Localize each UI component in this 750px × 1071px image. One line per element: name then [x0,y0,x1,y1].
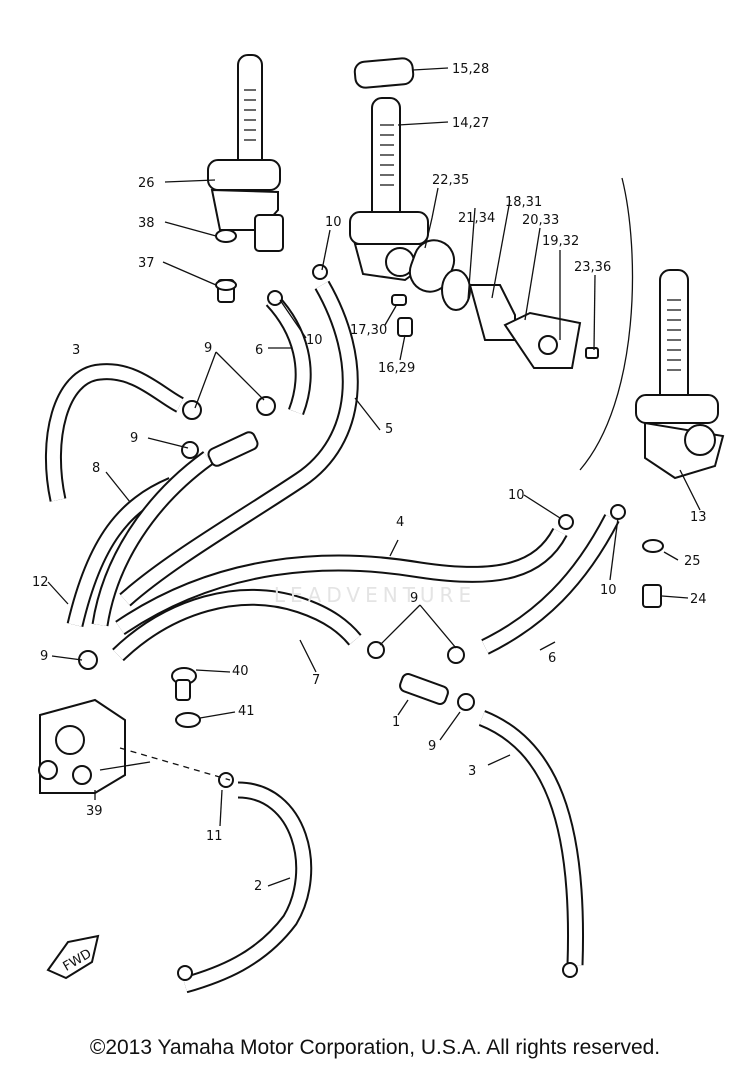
callout-label: 10 [306,333,323,348]
callout-labels: 15,28 14,27 26 22,35 18,31 21,34 20,33 1… [32,62,707,894]
fuel-pump [38,698,151,794]
callout-label: 3 [468,764,476,779]
callout-label: 41 [238,704,255,719]
callout-label: 19,32 [542,234,579,249]
callout-label: 6 [548,651,556,666]
small-hardware [171,229,664,728]
leader-lines [47,67,701,887]
callout-label: 4 [396,515,404,530]
callout-label: 16,29 [378,361,415,376]
hoses [44,280,620,994]
gasket-ring [353,57,415,89]
callout-label: 22,35 [432,173,469,188]
callout-label: 11 [206,829,223,844]
callout-label: 10 [508,488,525,503]
callout-label: 9 [428,739,436,754]
callout-label: 9 [40,649,48,664]
callout-label: 6 [255,343,263,358]
callout-label: 9 [130,431,138,446]
callout-label: 37 [138,256,155,271]
cock-lever-assembly [391,239,599,369]
callout-label: 39 [86,804,103,819]
fuel-cock-left [207,54,284,252]
callout-label: 1 [392,715,400,730]
callout-label: 9 [204,341,212,356]
callout-label: 18,31 [505,195,542,210]
callout-label: 5 [385,422,393,437]
callout-label: 2 [254,879,262,894]
callout-label: 21,34 [458,211,495,226]
callout-label: 15,28 [452,62,489,77]
t-joints [207,431,449,705]
callout-label: 26 [138,176,155,191]
callout-label: 8 [92,461,100,476]
hose-clips [78,264,626,981]
fwd-arrow-icon: FWD [46,934,100,980]
callout-label: 12 [32,575,49,590]
callout-label: 9 [410,591,418,606]
callout-label: 14,27 [452,116,489,131]
callout-label: 13 [690,510,707,525]
callout-label: 17,30 [350,323,387,338]
copyright-text: ©2013 Yamaha Motor Corporation, U.S.A. A… [89,1036,661,1059]
fuel-cock-right [635,269,725,480]
callout-label: 25 [684,554,701,569]
watermark: LEADVENTURE [273,583,477,607]
callout-label: 23,36 [574,260,611,275]
bracket-line [579,177,634,471]
callout-label: 10 [600,583,617,598]
callout-label: 40 [232,664,249,679]
callout-label: 3 [72,343,80,358]
callout-label: 20,33 [522,213,559,228]
callout-label: 24 [690,592,707,607]
callout-label: 7 [312,673,320,688]
callout-label: 10 [325,215,342,230]
callout-label: 38 [138,216,155,231]
